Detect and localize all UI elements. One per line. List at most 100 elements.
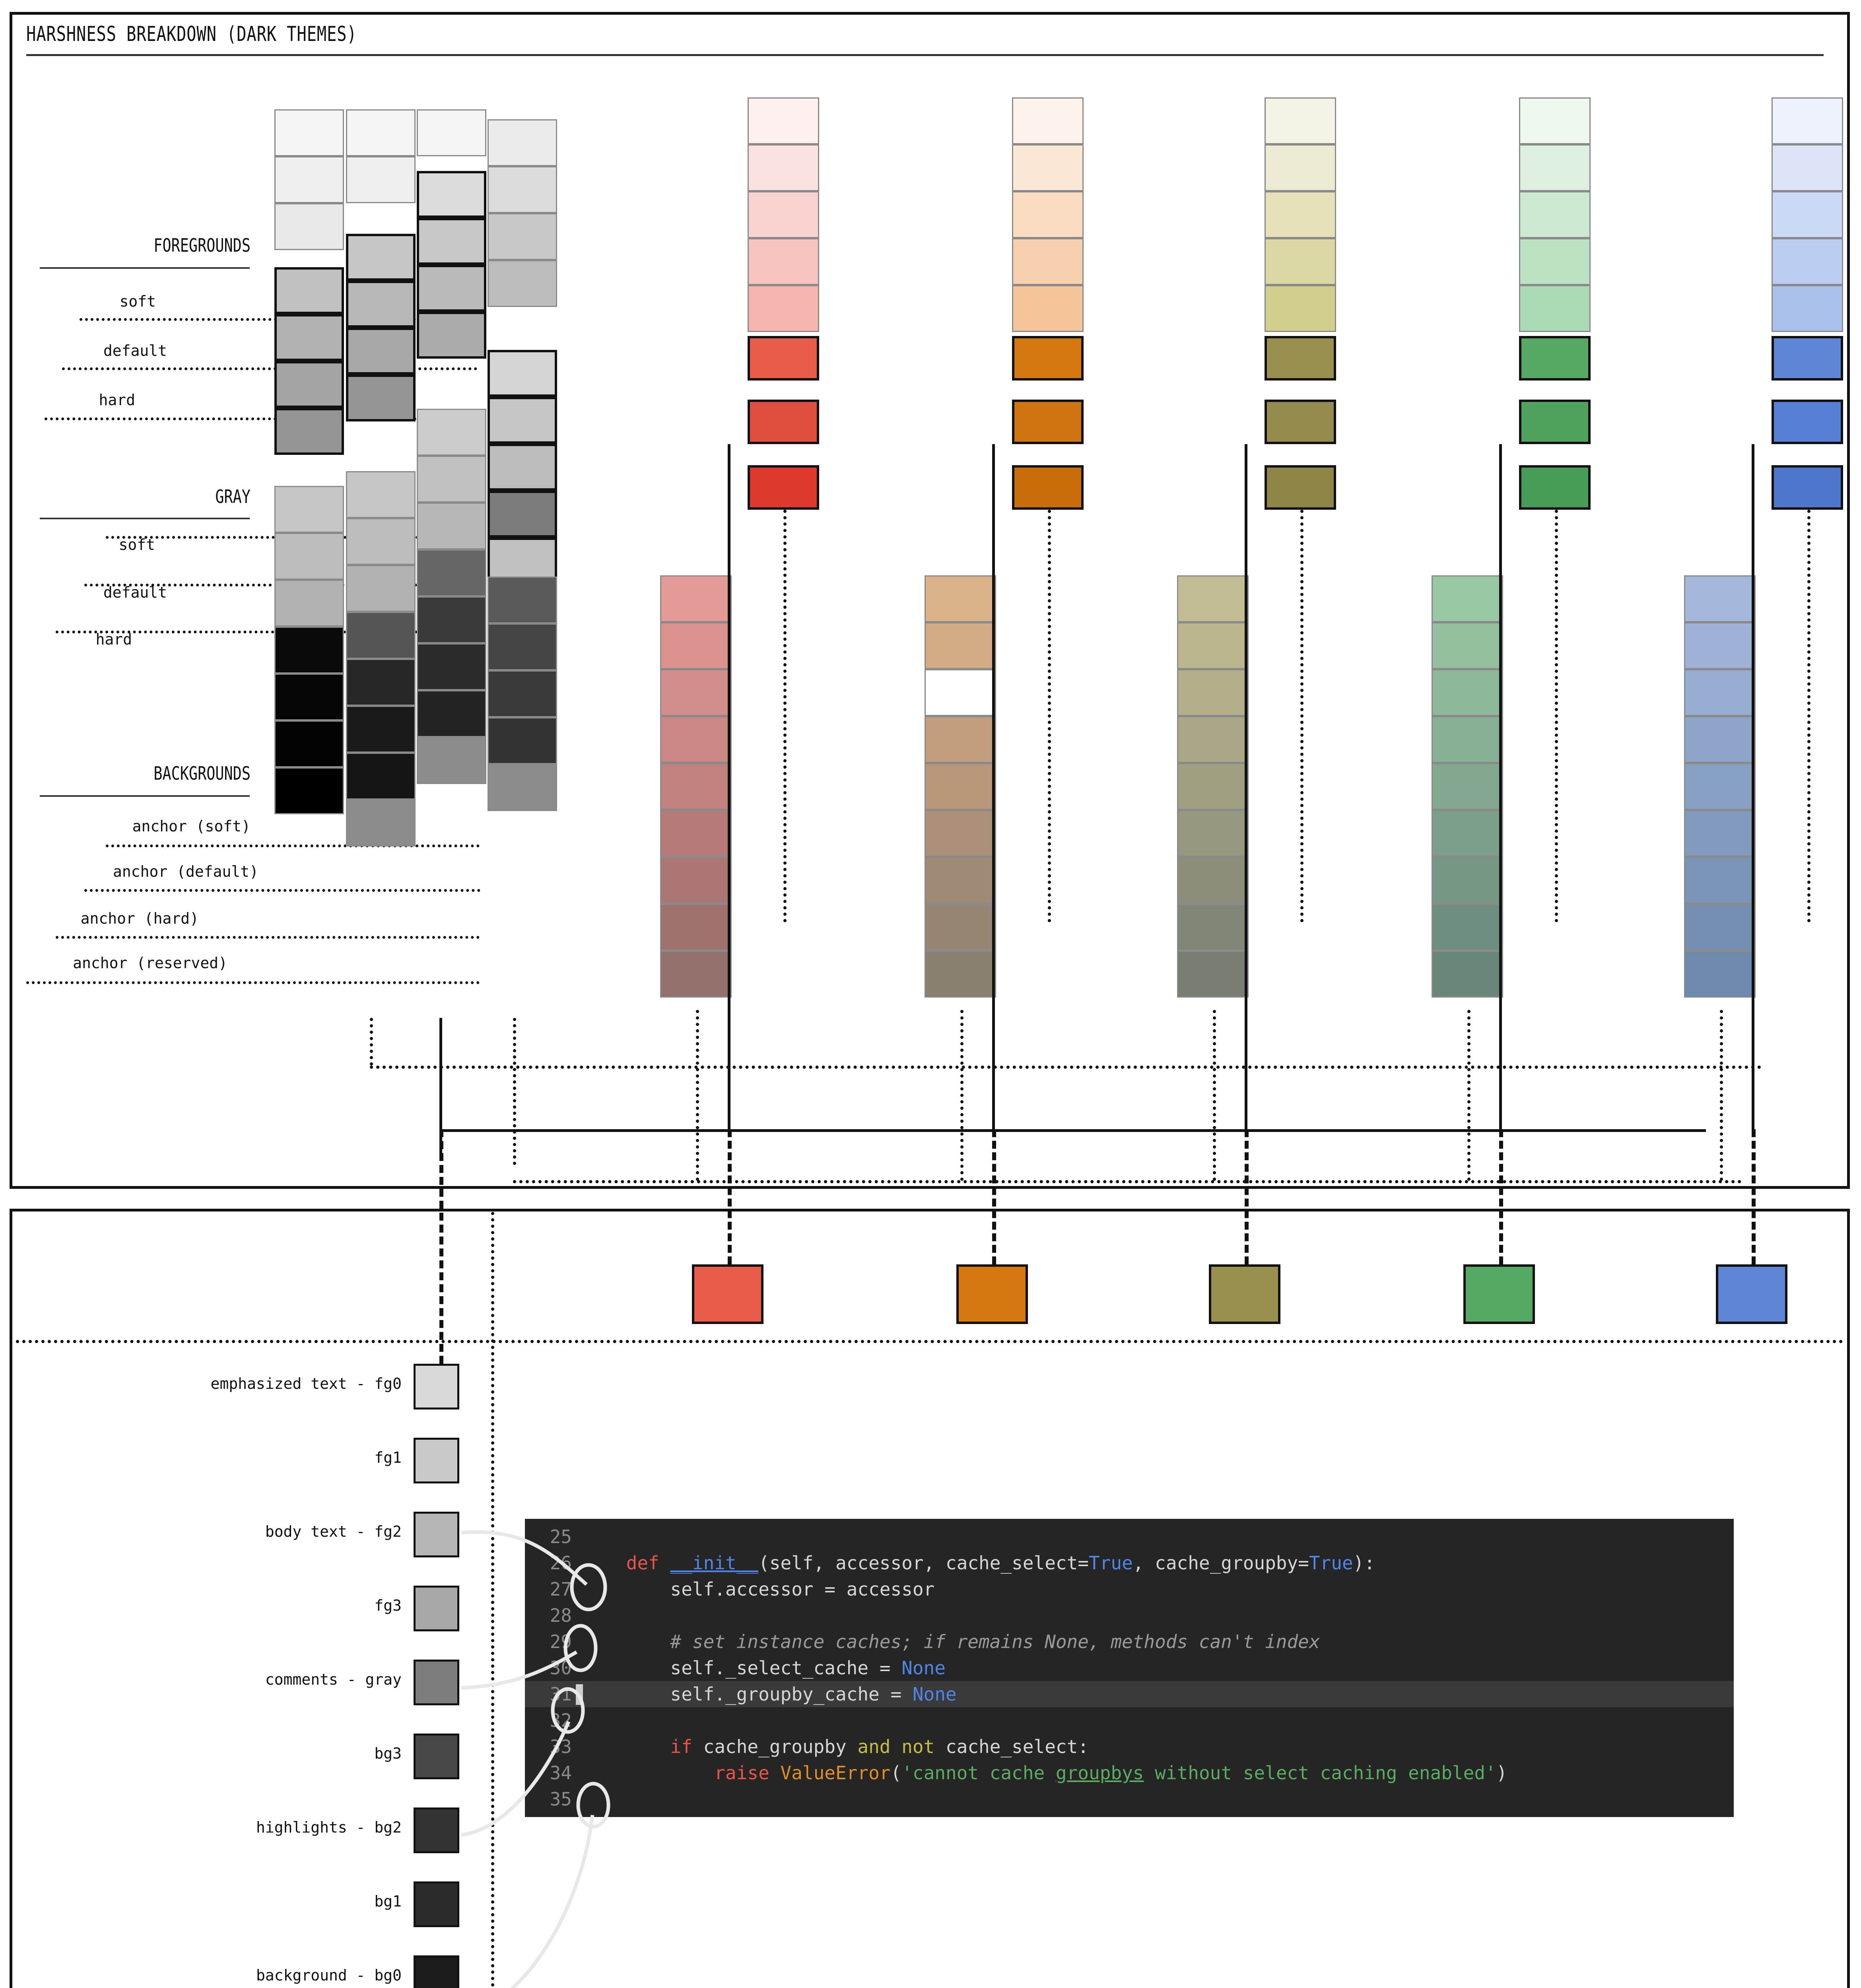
legend-swatch[interactable] [414,1364,459,1409]
section-rule-foregrounds [40,267,250,269]
color-swatch [1012,238,1084,285]
accent-swatch-red[interactable] [692,1264,763,1324]
row-label-anchor-default: anchor (default) [113,863,258,880]
legend-swatch[interactable] [414,1586,459,1631]
color-swatch [1177,951,1249,998]
code-line: 32 [525,1707,1734,1734]
color-swatch [417,737,486,784]
color-swatch [274,361,344,408]
color-swatch [346,234,416,281]
accent-swatch-green[interactable] [1463,1264,1535,1324]
accent-swatch-orange[interactable] [956,1264,1028,1324]
section-heading-backgrounds: BACKGROUNDS [153,763,251,784]
color-swatch [1012,285,1084,332]
code-token: None [901,1657,946,1679]
row-label-fg-hard: hard [99,391,135,409]
color-swatch [417,596,486,643]
bus-solid [439,1129,1706,1132]
color-swatch [1519,285,1591,332]
code-token: ( [890,1762,902,1784]
code-line-number: 32 [550,1710,572,1731]
color-swatch [1684,857,1756,904]
color-swatch [1012,191,1084,238]
color-swatch [1265,191,1336,238]
row-label-gray-hard: hard [95,631,132,648]
color-swatch [346,706,416,753]
accent-chip [1265,465,1336,510]
color-swatch [1432,951,1503,998]
accent-solid-connector [1752,444,1754,1129]
color-swatch [1772,285,1843,332]
color-swatch [346,109,416,156]
color-swatch [660,763,732,810]
code-line: 28 [525,1602,1734,1629]
color-swatch [660,622,732,669]
code-token: # set instance caches; if remains None, … [582,1631,1320,1652]
row-label-anchor-reserved: anchor (reserved) [73,954,227,972]
legend-swatch[interactable] [414,1734,459,1779]
accent-swatch-olive[interactable] [1209,1264,1280,1324]
accent-chip [1012,400,1084,444]
code-line: 35 [525,1786,1734,1812]
color-swatch [346,800,416,846]
color-swatch [1265,285,1336,332]
color-swatch [346,375,416,421]
legend-swatch[interactable] [414,1660,459,1705]
color-swatch [1519,97,1591,144]
legend-swatch[interactable] [414,1881,459,1927]
color-swatch [417,109,486,156]
legend-swatch[interactable] [414,1438,459,1483]
code-line-number: 29 [550,1631,572,1652]
color-swatch [417,171,486,218]
color-swatch [925,904,996,951]
color-swatch [417,503,486,549]
color-swatch [346,328,416,375]
color-swatch [1684,810,1756,857]
ramp-dot-connector [960,1010,964,1181]
section-rule-gray [40,518,250,519]
color-swatch [1432,622,1503,669]
code-token: True [1309,1552,1353,1574]
color-swatch [1519,191,1591,238]
color-swatch [488,166,557,213]
accent-swatch-blue[interactable] [1716,1264,1787,1324]
color-swatch [417,549,486,596]
accent-dot-connector [783,510,787,922]
bottom-vertical-guide [491,1212,494,1988]
accent-dot-connector [1807,510,1810,922]
bus-dot-upper [370,1066,1762,1069]
bus-dot-lower [513,1180,1742,1183]
color-swatch [1432,575,1503,622]
code-token [582,1762,714,1784]
color-swatch [660,951,732,998]
legend-swatch[interactable] [414,1807,459,1853]
gray-dot-connector-a [370,1018,373,1066]
color-swatch [346,156,416,203]
color-swatch [488,491,557,538]
color-swatch [417,690,486,737]
code-token [582,1736,670,1757]
color-swatch [488,444,557,491]
accent-chip [748,336,819,381]
color-swatch [1684,951,1756,998]
legend-swatch[interactable] [414,1955,459,1988]
accent-chip [1772,465,1843,510]
color-swatch [417,409,486,456]
code-token: and not [857,1736,935,1757]
color-swatch [274,533,344,580]
code-line-number: 34 [550,1762,572,1784]
color-swatch [660,904,732,951]
color-swatch [748,285,819,332]
color-swatch [660,857,732,904]
panel-bridge-accent [992,1129,996,1264]
code-token: 'cannot cache [901,1762,1056,1784]
panel-bridge-accent [1499,1129,1503,1264]
color-swatch [1012,97,1084,144]
color-swatch [1684,716,1756,763]
code-token: self._select_cache = [582,1657,902,1679]
accent-chip [1012,465,1084,510]
code-token: without select caching enabled' [1144,1762,1496,1784]
legend-label: emphasized text - fg0 [210,1375,402,1392]
legend-swatch[interactable] [414,1512,459,1557]
